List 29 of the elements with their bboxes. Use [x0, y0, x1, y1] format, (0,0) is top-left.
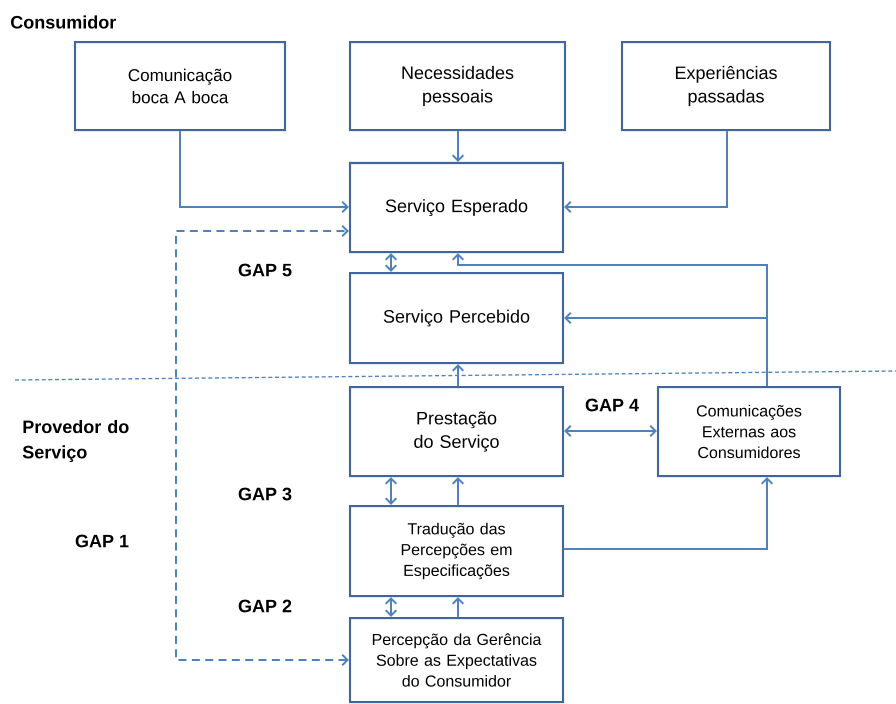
arrow	[179, 131, 349, 214]
arrow	[564, 477, 774, 550]
process-box: Experiências passadas	[620, 40, 832, 132]
arrow	[452, 477, 464, 505]
process-box: Prestação do Serviço	[348, 386, 564, 478]
arrow	[452, 364, 464, 386]
arrow	[452, 131, 464, 162]
gap-label: Provedor do Serviço	[22, 420, 129, 462]
arrow	[564, 312, 768, 386]
process-box: Comunicação boca A boca	[74, 40, 286, 132]
arrow	[564, 131, 728, 214]
gap-label: Consumidor	[11, 15, 116, 29]
arrow	[384, 477, 398, 505]
process-box: Comunicações Externas aos Consumidores	[656, 386, 842, 478]
process-box: Tradução das Percepções em Especificações	[348, 504, 564, 598]
arrow	[384, 253, 398, 272]
gap-label: GAP 5	[238, 264, 292, 276]
gap-label: GAP 2	[238, 600, 292, 612]
arrow	[384, 597, 398, 617]
gap-label: GAP 1	[76, 534, 128, 548]
arrow	[564, 424, 657, 438]
process-box: Serviço Esperado	[348, 162, 564, 254]
gap-label: GAP 3	[238, 488, 292, 500]
gap-label: GAP 4	[586, 398, 639, 412]
arrow	[452, 597, 464, 617]
process-box: Percepção da Gerência Sobre as Expectativas do Consumidor	[348, 616, 564, 704]
arrow	[175, 224, 349, 666]
process-box: Necessidades pessoais	[348, 40, 566, 132]
process-box: Serviço Percebido	[348, 272, 564, 364]
